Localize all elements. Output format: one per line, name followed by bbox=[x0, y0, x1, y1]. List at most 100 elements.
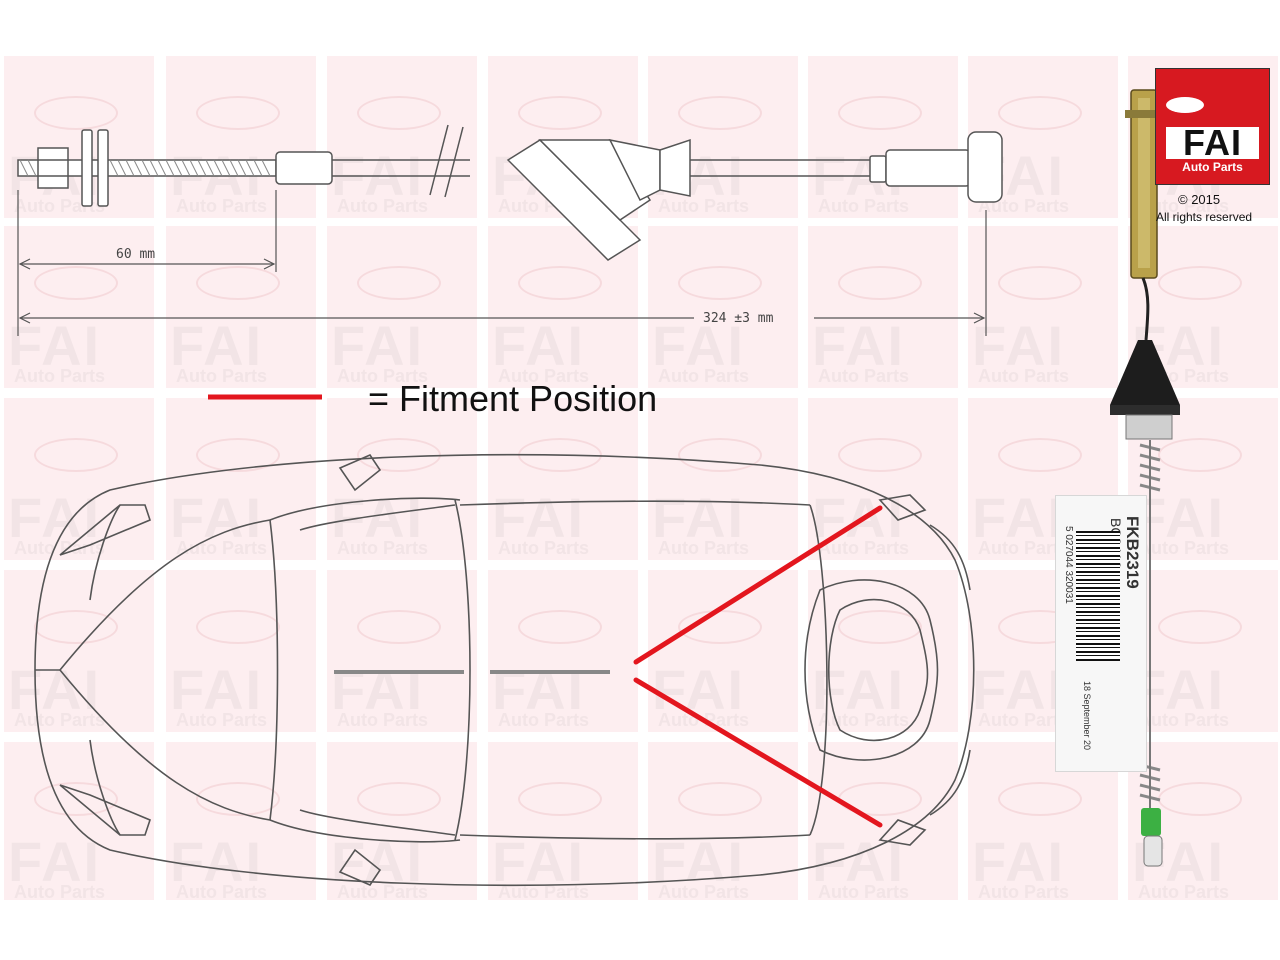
watermark-oval-icon bbox=[678, 96, 762, 130]
rights-text: All rights reserved bbox=[1156, 210, 1253, 224]
watermark-small-text: Auto Parts bbox=[337, 882, 429, 900]
watermark-big-text: FAI bbox=[170, 658, 264, 721]
watermark-oval-icon bbox=[998, 266, 1082, 300]
watermark-oval-icon bbox=[196, 438, 280, 472]
barcode bbox=[1076, 531, 1120, 661]
watermark-oval-icon bbox=[838, 96, 922, 130]
watermark-oval-icon bbox=[838, 438, 922, 472]
watermark-small-text: Auto Parts bbox=[176, 882, 268, 900]
watermark-small-text: Auto Parts bbox=[818, 882, 910, 900]
watermark-small-text: Auto Parts bbox=[498, 882, 590, 900]
watermark-oval-icon bbox=[196, 96, 280, 130]
fitment-legend-label: = Fitment Position bbox=[368, 378, 658, 419]
logo-text: FAI bbox=[1166, 125, 1259, 161]
watermark-big-text: FAI bbox=[652, 658, 746, 721]
watermark-small-text: Auto Parts bbox=[14, 366, 106, 386]
watermark-big-text: FAI bbox=[652, 314, 746, 377]
watermark-small-text: Auto Parts bbox=[498, 710, 590, 730]
cable-photo bbox=[1110, 89, 1180, 867]
watermark-small-text: Auto Parts bbox=[978, 538, 1070, 558]
watermark-small-text: Auto Parts bbox=[337, 196, 429, 216]
watermark-small-text: Auto Parts bbox=[176, 538, 268, 558]
watermark-big-text: FAI bbox=[812, 314, 906, 377]
product-label: FKB2319 BC3416 5 027044 320031 18 Septem… bbox=[1055, 495, 1147, 772]
watermark-big-text: FAI bbox=[1132, 486, 1226, 549]
logo-subtext: Auto Parts bbox=[1182, 160, 1243, 174]
watermark-small-text: Auto Parts bbox=[1138, 882, 1230, 900]
watermark-small-text: Auto Parts bbox=[498, 538, 590, 558]
watermark-big-text: FAI bbox=[1132, 658, 1226, 721]
watermark-big-text: FAI bbox=[492, 486, 586, 549]
watermark-small-text: Auto Parts bbox=[1138, 538, 1230, 558]
watermark-oval-icon bbox=[34, 610, 118, 644]
watermark-big-text: FAI bbox=[170, 314, 264, 377]
watermark-oval-icon bbox=[838, 610, 922, 644]
watermark-big-text: FAI bbox=[170, 830, 264, 893]
watermark-small-text: Auto Parts bbox=[818, 538, 910, 558]
watermark-small-text: Auto Parts bbox=[658, 882, 750, 900]
watermark-oval-icon bbox=[1158, 438, 1242, 472]
watermark-oval-icon bbox=[1158, 610, 1242, 644]
car-top-view bbox=[34, 454, 975, 886]
watermark-small-text: Auto Parts bbox=[818, 710, 910, 730]
watermark-small-text: Auto Parts bbox=[1138, 710, 1230, 730]
watermark-big-text: FAI bbox=[331, 314, 425, 377]
watermark-oval-icon bbox=[196, 266, 280, 300]
watermark-small-text: Auto Parts bbox=[14, 882, 106, 900]
fai-logo: FAI Auto Parts bbox=[1155, 68, 1270, 185]
watermark-oval-icon bbox=[678, 266, 762, 300]
watermark-small-text: Auto Parts bbox=[978, 882, 1070, 900]
watermark-oval-icon bbox=[838, 266, 922, 300]
dimension-lines bbox=[17, 190, 987, 336]
watermark-oval-icon bbox=[678, 438, 762, 472]
watermark-small-text: Auto Parts bbox=[658, 196, 750, 216]
watermark-small-text: Auto Parts bbox=[176, 196, 268, 216]
watermark-oval-icon bbox=[998, 96, 1082, 130]
watermark-oval-icon bbox=[518, 610, 602, 644]
part-number: FKB2319 bbox=[1123, 516, 1142, 589]
watermark-big-text: FAI bbox=[972, 658, 1066, 721]
watermark-oval-icon bbox=[518, 782, 602, 816]
watermark-oval-icon bbox=[34, 266, 118, 300]
watermark-big-text: FAI bbox=[8, 658, 102, 721]
watermark-big-text: FAI bbox=[812, 830, 906, 893]
watermark-oval-icon bbox=[357, 266, 441, 300]
watermark-oval-icon bbox=[34, 438, 118, 472]
watermark-oval-icon bbox=[998, 438, 1082, 472]
watermark-big-text: FAI bbox=[652, 486, 746, 549]
watermark-oval-icon bbox=[357, 610, 441, 644]
watermark-oval-icon bbox=[1158, 266, 1242, 300]
watermark-small-text: Auto Parts bbox=[818, 196, 910, 216]
watermark-oval-icon bbox=[518, 266, 602, 300]
watermark-big-text: FAI bbox=[8, 830, 102, 893]
watermark-big-text: FAI bbox=[8, 314, 102, 377]
watermark-big-text: FAI bbox=[492, 830, 586, 893]
watermark-small-text: Auto Parts bbox=[978, 710, 1070, 730]
watermark-small-text: Auto Parts bbox=[978, 196, 1070, 216]
label-date: 18 September 20 bbox=[1082, 681, 1092, 751]
barcode-digits: 5 027044 320031 bbox=[1063, 526, 1074, 604]
dimension-total-label: 324 ±3 mm bbox=[703, 311, 774, 326]
